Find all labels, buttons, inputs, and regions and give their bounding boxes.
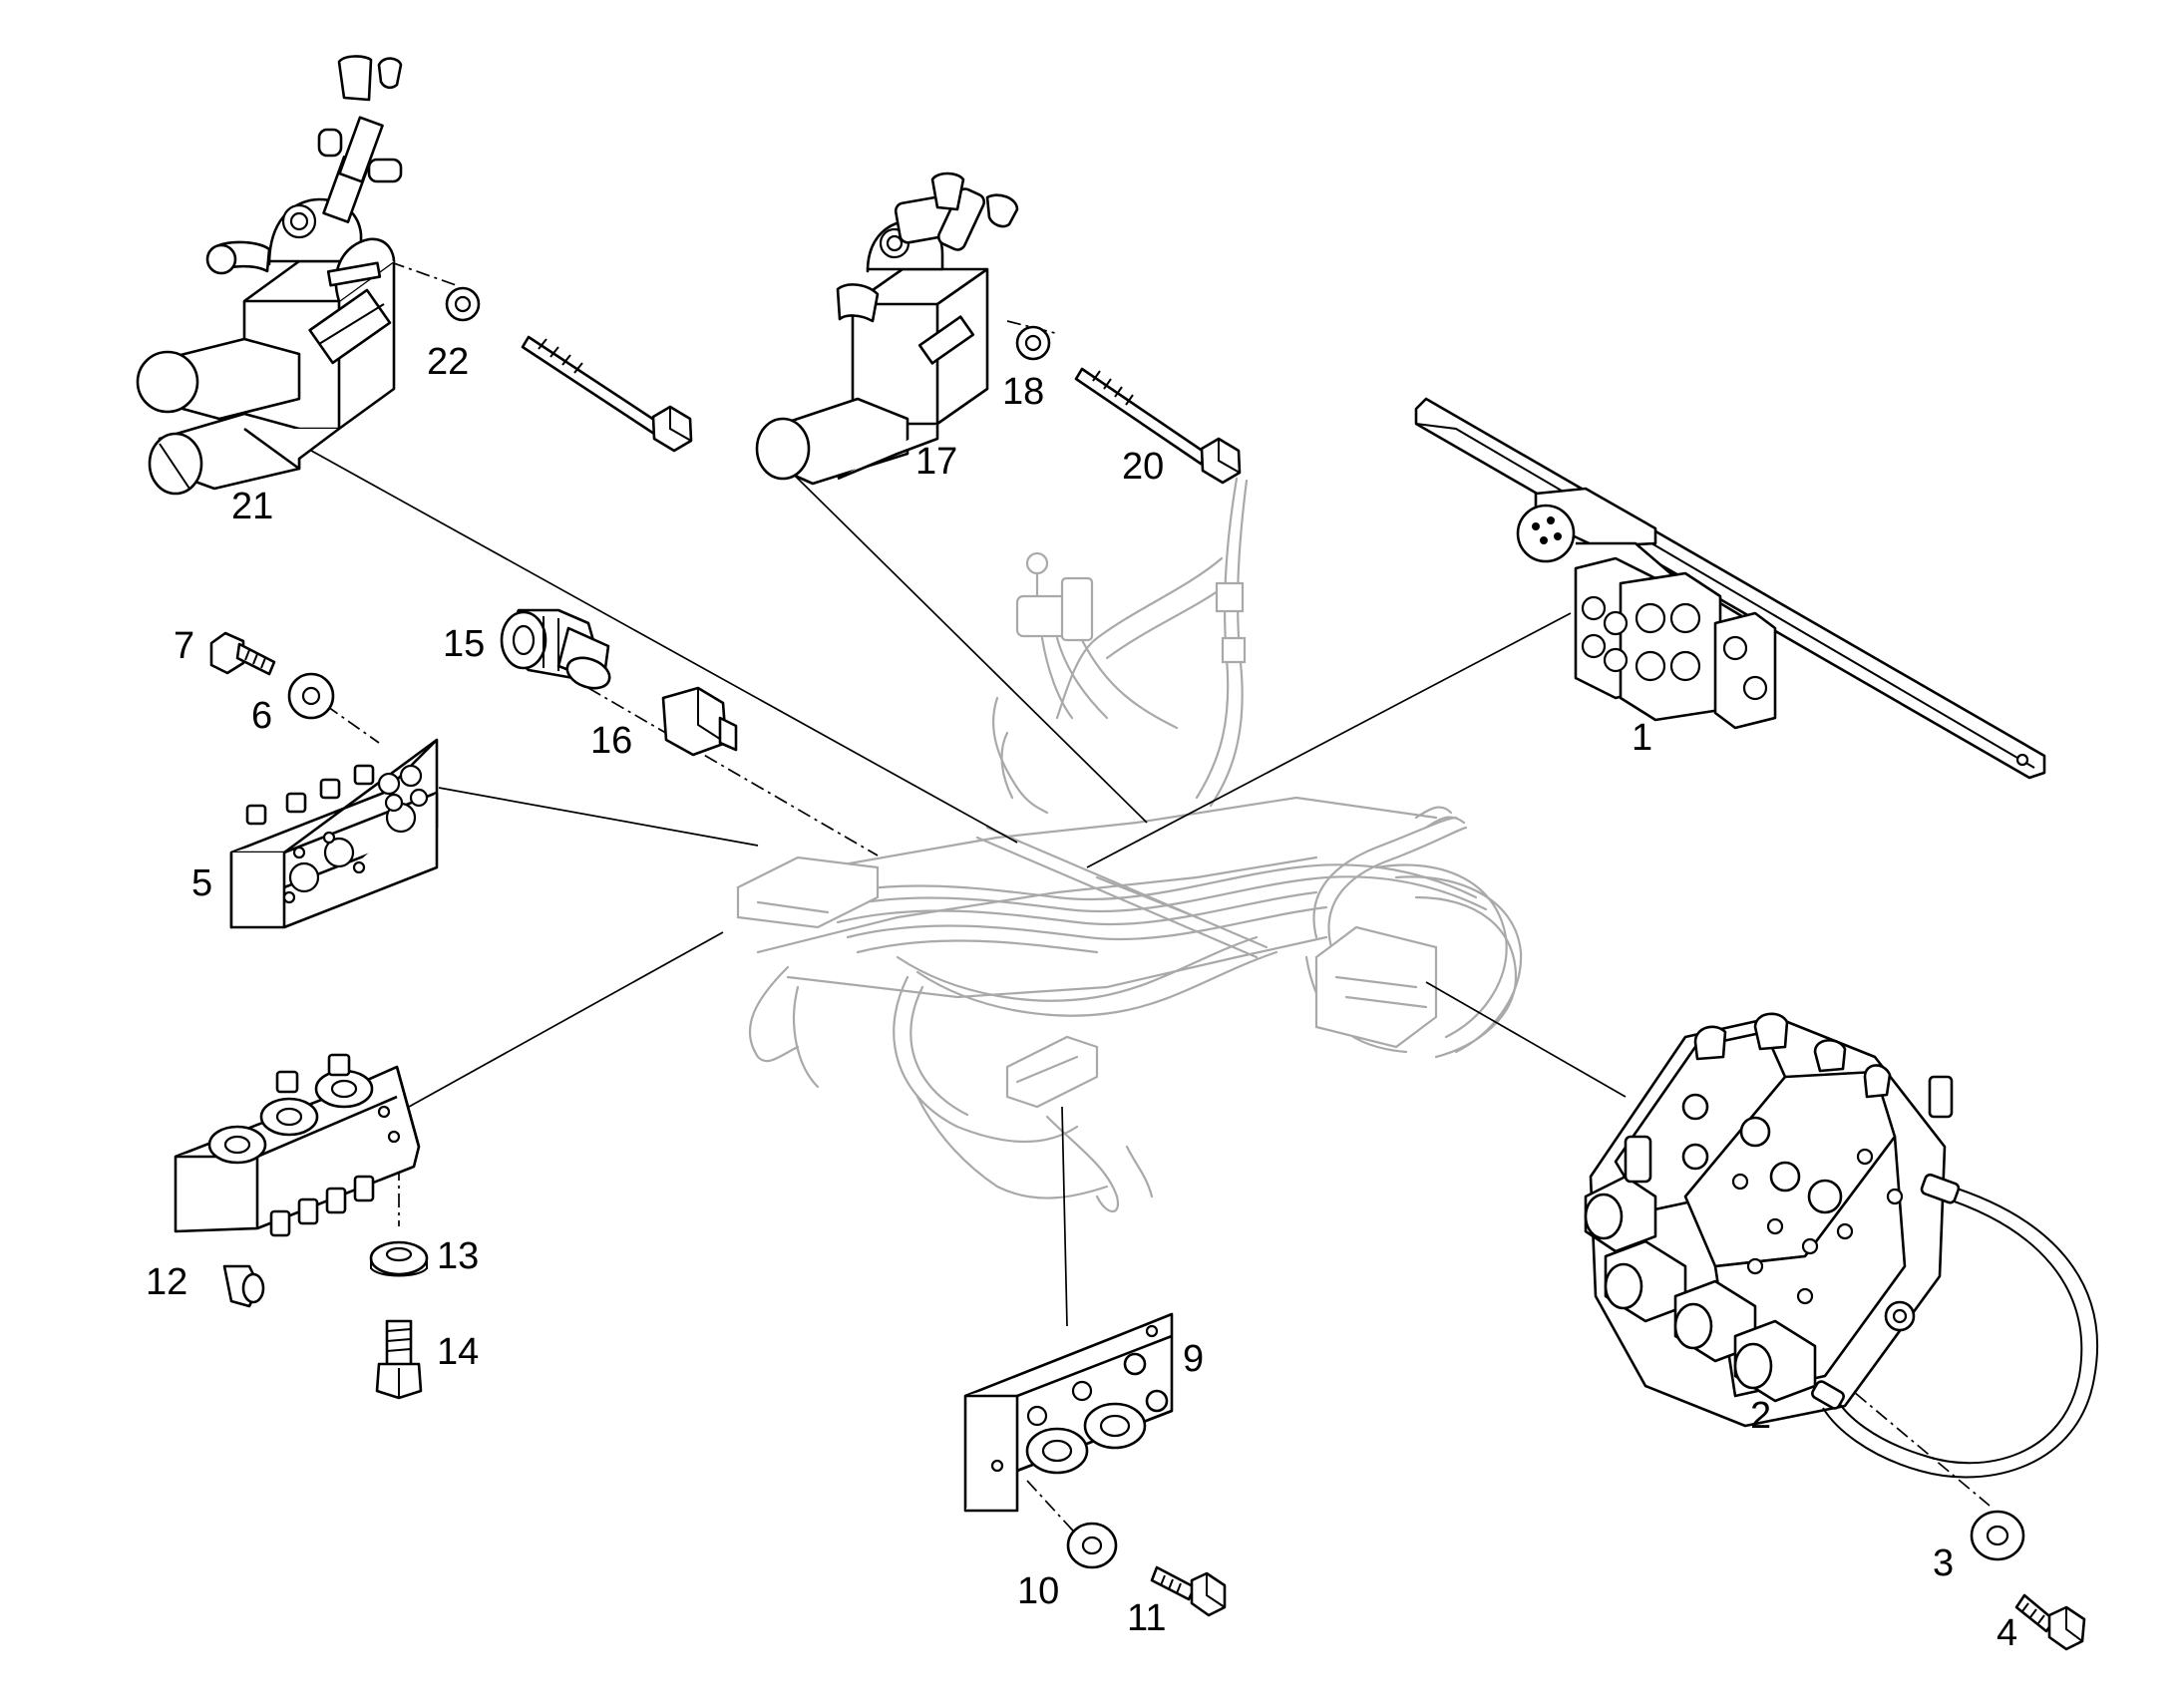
callout-11: 11	[1127, 1597, 1166, 1639]
callout-2: 2	[1750, 1395, 1771, 1437]
solenoid-valve-17	[755, 171, 1019, 486]
callout-16: 16	[590, 720, 632, 762]
washer-10	[1066, 1522, 1118, 1569]
solenoid-valve-20	[136, 55, 403, 496]
washer-3	[1970, 1510, 2025, 1561]
bolt-7	[209, 631, 276, 676]
hydraulic-harness-assembly	[736, 477, 1523, 1213]
callout-19: 20	[1122, 446, 1164, 488]
callout-18: 18	[1002, 371, 1044, 413]
callout-3: 3	[1933, 1542, 1954, 1584]
callout-4: 4	[1997, 1612, 2017, 1654]
callout-20: 21	[231, 486, 273, 527]
callout-1: 1	[1632, 717, 1652, 759]
control-valve-bank-2	[1584, 1012, 2099, 1479]
washer-6	[287, 672, 335, 720]
washer-18	[1015, 325, 1051, 361]
callout-17: 17	[915, 441, 957, 483]
callout-5: 5	[191, 862, 212, 904]
bulkhead-fitting-15	[500, 608, 611, 690]
callout-13: 13	[437, 1235, 479, 1277]
manifold-block-5	[229, 738, 439, 929]
callout-9: 9	[1183, 1338, 1204, 1380]
bolt-22	[521, 335, 693, 453]
callout-21: 22	[427, 341, 469, 383]
callout-7: 7	[174, 625, 194, 667]
washer-21	[445, 286, 481, 322]
callout-10: 10	[1017, 1570, 1059, 1612]
bolt-11	[1150, 1565, 1227, 1617]
washer-13	[369, 1240, 429, 1277]
bolt-14	[375, 1319, 423, 1400]
leader-lines	[303, 261, 1991, 1541]
mounting-bracket-1	[1414, 397, 2046, 780]
bolt-19	[1074, 367, 1242, 485]
callout-15: 15	[443, 623, 485, 665]
manifold-block-12	[174, 1053, 421, 1308]
adapter-nut-16	[661, 686, 738, 757]
bolt-4	[2014, 1593, 2086, 1651]
callout-14: 14	[437, 1331, 479, 1373]
callout-6: 6	[251, 695, 272, 737]
manifold-block-9	[963, 1312, 1174, 1513]
callout-12: 12	[146, 1261, 187, 1303]
